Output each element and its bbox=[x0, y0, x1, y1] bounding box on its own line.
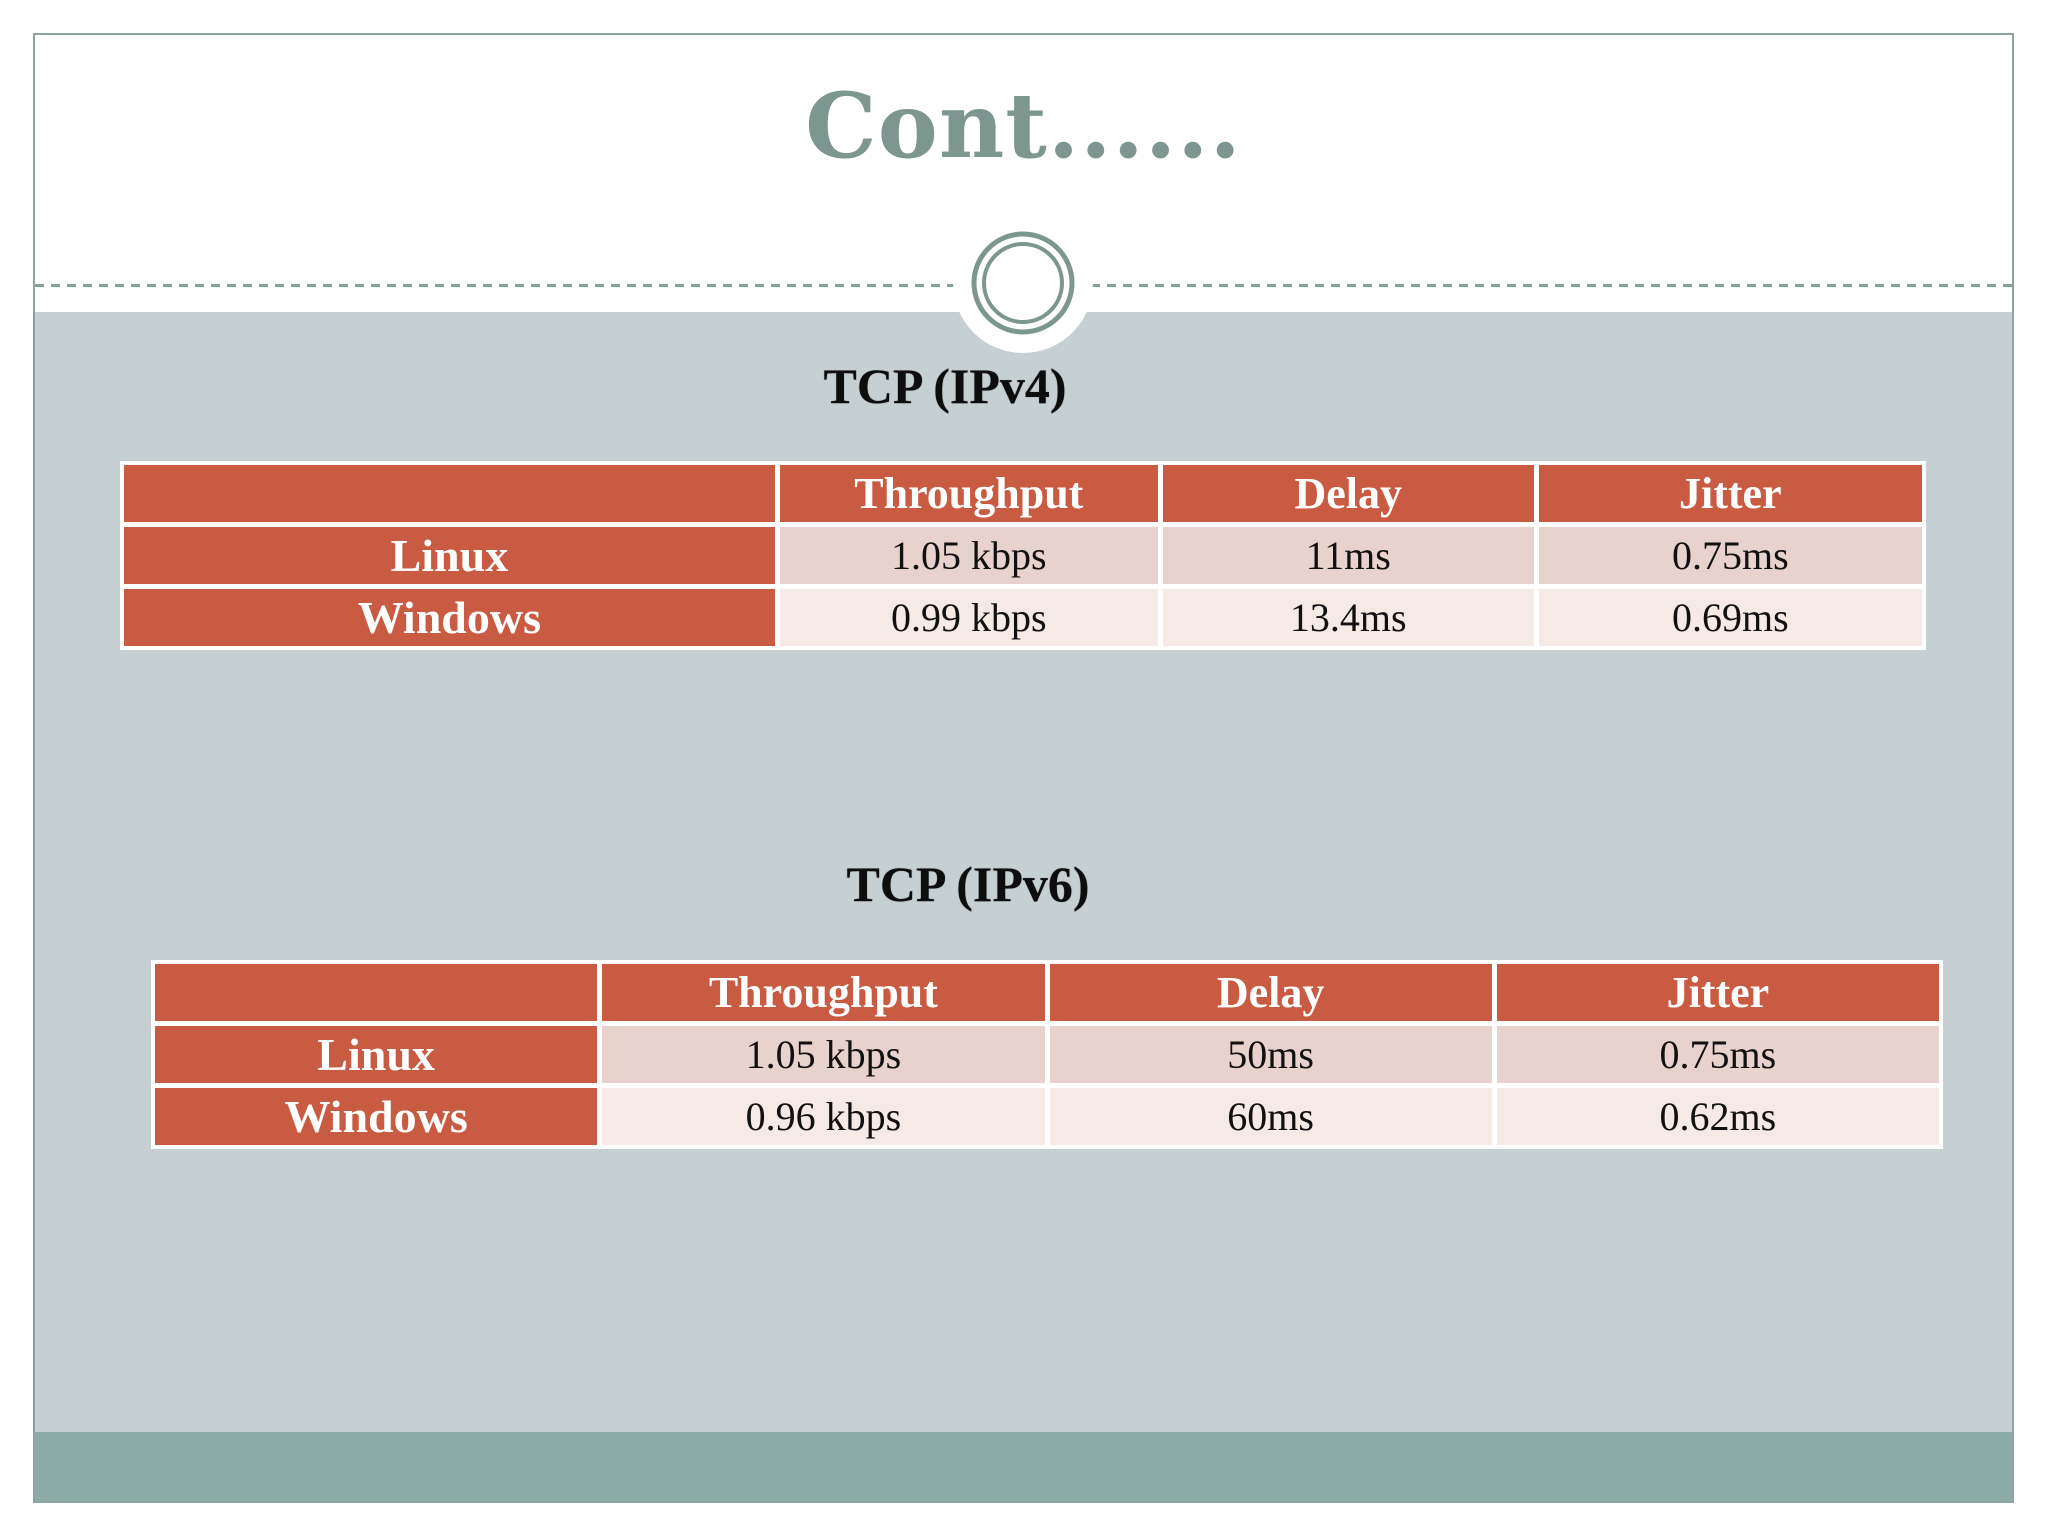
value-cell-delay: 13.4ms bbox=[1162, 589, 1534, 646]
table-row-windows: Windows 0.96 kbps 60ms 0.62ms bbox=[155, 1088, 1939, 1145]
table-header-cell-jitter: Jitter bbox=[1496, 964, 1939, 1021]
value-cell-delay: 50ms bbox=[1049, 1026, 1492, 1083]
table-header-row: Throughput Delay Jitter bbox=[124, 465, 1922, 522]
os-label-cell: Windows bbox=[124, 589, 775, 646]
table-header-cell-jitter: Jitter bbox=[1538, 465, 1922, 522]
divider-circle-ornament bbox=[953, 213, 1093, 353]
table-header-cell-blank bbox=[155, 964, 598, 1021]
table-ipv4: Throughput Delay Jitter Linux 1.05 kbps … bbox=[120, 461, 1926, 650]
value-cell-jitter: 0.62ms bbox=[1496, 1088, 1939, 1145]
value-cell-jitter: 0.69ms bbox=[1538, 589, 1922, 646]
table-header-row: Throughput Delay Jitter bbox=[155, 964, 1939, 1021]
slide-frame: Cont...... TCP (IPv4) Throughput Delay J… bbox=[33, 33, 2014, 1503]
table2-title: TCP (IPv6) bbox=[846, 856, 1090, 912]
table-header-cell-delay: Delay bbox=[1049, 964, 1492, 1021]
value-cell-delay: 60ms bbox=[1049, 1088, 1492, 1145]
table-header-cell-delay: Delay bbox=[1162, 465, 1534, 522]
table1-title: TCP (IPv4) bbox=[823, 358, 1067, 414]
os-label-cell: Windows bbox=[155, 1088, 598, 1145]
value-cell-throughput: 1.05 kbps bbox=[779, 527, 1158, 584]
table-row-linux: Linux 1.05 kbps 11ms 0.75ms bbox=[124, 527, 1922, 584]
value-cell-throughput: 1.05 kbps bbox=[602, 1026, 1045, 1083]
value-cell-jitter: 0.75ms bbox=[1496, 1026, 1939, 1083]
table-row-linux: Linux 1.05 kbps 50ms 0.75ms bbox=[155, 1026, 1939, 1083]
table-row-windows: Windows 0.99 kbps 13.4ms 0.69ms bbox=[124, 589, 1922, 646]
os-label-cell: Linux bbox=[124, 527, 775, 584]
table-header-cell-blank bbox=[124, 465, 775, 522]
os-label-cell: Linux bbox=[155, 1026, 598, 1083]
table-ipv6: Throughput Delay Jitter Linux 1.05 kbps … bbox=[151, 960, 1943, 1149]
table-header-cell-throughput: Throughput bbox=[779, 465, 1158, 522]
footer-bar bbox=[35, 1432, 2012, 1501]
value-cell-throughput: 0.96 kbps bbox=[602, 1088, 1045, 1145]
value-cell-throughput: 0.99 kbps bbox=[779, 589, 1158, 646]
slide-title: Cont...... bbox=[805, 73, 1242, 179]
value-cell-delay: 11ms bbox=[1162, 527, 1534, 584]
table-header-cell-throughput: Throughput bbox=[602, 964, 1045, 1021]
value-cell-jitter: 0.75ms bbox=[1538, 527, 1922, 584]
